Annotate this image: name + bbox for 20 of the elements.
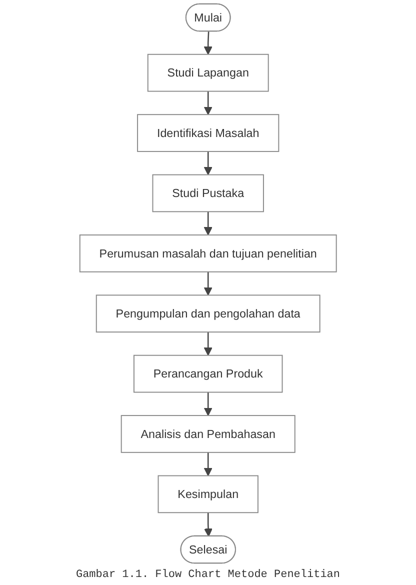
process-box: Perumusan masalah dan tujuan penelitian: [79, 234, 337, 272]
process-box: Pengumpulan dan pengolahan data: [96, 294, 320, 333]
arrow: [204, 452, 212, 476]
arrow: [204, 212, 212, 236]
process-box: Kesimpulan: [158, 475, 258, 514]
arrow: [204, 392, 212, 416]
arrow: [204, 272, 212, 296]
process-box: Analisis dan Pembahasan: [120, 415, 296, 453]
arrow: [204, 151, 212, 176]
process-box: Studi Lapangan: [147, 54, 269, 92]
process-box: Studi Pustaka: [152, 174, 264, 212]
process-box: Perancangan Produk: [133, 354, 283, 393]
terminal-ellipse: Selesai: [180, 535, 236, 564]
figure-caption: Gambar 1.1. Flow Chart Metode Penelitian: [74, 569, 342, 581]
process-box: Identifikasi Masalah: [136, 114, 280, 152]
terminal-ellipse: Mulai: [185, 3, 231, 32]
arrow: [204, 332, 212, 356]
arrow: [204, 512, 212, 537]
arrow: [204, 32, 212, 55]
arrow: [204, 91, 212, 115]
